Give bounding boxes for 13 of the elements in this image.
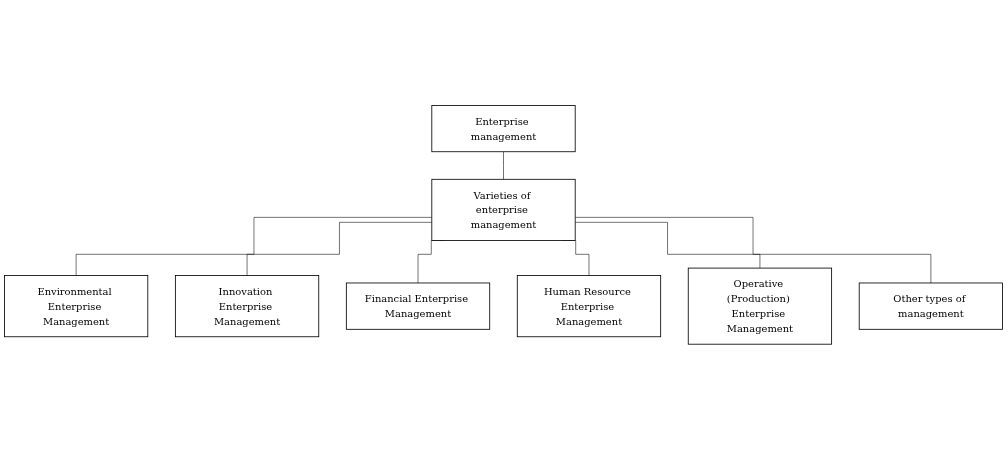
connector — [75, 216, 433, 276]
node-box: Innovation Enterprise Management — [174, 274, 320, 337]
connector — [503, 151, 504, 180]
connector — [246, 221, 433, 276]
node-box: Human Resource Enterprise Management — [516, 274, 662, 337]
connector — [574, 216, 932, 283]
connector — [574, 221, 761, 269]
node-box: Operative (Production) Enterprise Management — [687, 267, 833, 345]
node-box: Financial Enterprise Management — [345, 282, 491, 330]
node-box: Other types of management — [858, 282, 1003, 330]
node-box: Environmental Enterprise Management — [4, 274, 149, 337]
node-box: Varieties of enterprise management — [431, 178, 576, 241]
node-box: Enterprise management — [431, 104, 576, 152]
